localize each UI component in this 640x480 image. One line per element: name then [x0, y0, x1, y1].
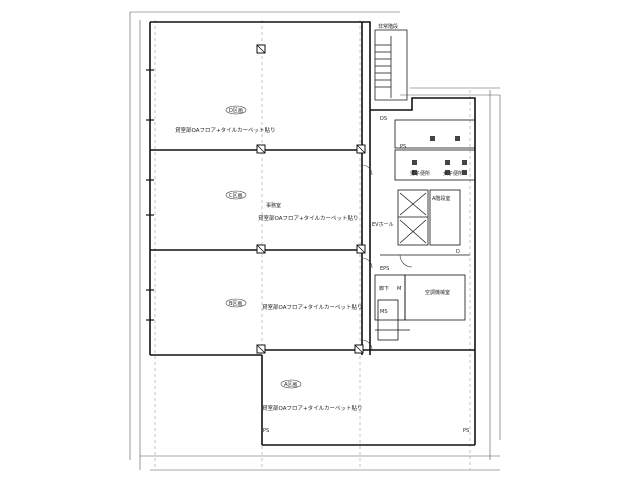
ds-label: DS [380, 116, 387, 122]
room-a-desc: 貸室部OAフロア+タイルカーペット貼り [262, 404, 362, 412]
ev-hall-label: EVホール [372, 222, 394, 228]
ps-bottom-right: PS [463, 428, 469, 434]
door-swings [361, 164, 413, 351]
room-c-badge: C区画 [229, 193, 243, 199]
dimension-lines [129, 11, 501, 471]
room-c: C区画 事務室 貸室部OAフロア+タイルカーペット貼り [225, 190, 358, 222]
ps-label: PS [400, 144, 406, 150]
female-wc-label: 女子便所 [443, 170, 463, 177]
room-c-label: 事務室 [266, 202, 281, 209]
d-tag: D [456, 249, 460, 255]
column-hatches [256, 44, 366, 354]
mech-room-label: 空調機械室 [425, 289, 450, 296]
room-b-desc: 貸室部OAフロア+タイルカーペット貼り [262, 303, 362, 311]
room-b-badge: B区画 [229, 301, 242, 307]
room-d: D区画 貸室部OAフロア+タイルカーペット貼り [175, 105, 275, 134]
window-ticks [146, 69, 154, 321]
room-b: B区画 貸室部OAフロア+タイルカーペット貼り [225, 298, 362, 311]
core-layout [374, 119, 476, 341]
stair-label: 非常階段 [378, 23, 398, 30]
corridor-label: 廊下 [379, 285, 389, 292]
a-stair-label: A階段室 [432, 195, 450, 202]
elevator-marks [399, 192, 427, 244]
room-c-desc: 貸室部OAフロア+タイルカーペット貼り [258, 214, 358, 222]
ms-label: MS [380, 309, 388, 315]
room-d-desc: 貸室部OAフロア+タイルカーペット貼り [175, 126, 275, 134]
room-a: A区画 貸室部OAフロア+タイルカーペット貼り [262, 379, 362, 412]
eps-label: EPS [380, 266, 389, 272]
m-label: M [397, 286, 401, 292]
toilet-fixtures [412, 136, 467, 175]
stair-top [374, 29, 408, 101]
room-a-badge: A区画 [284, 382, 297, 388]
male-wc-label: 男子便所 [410, 170, 430, 177]
room-d-badge: D区画 [229, 108, 243, 114]
building-walls [149, 21, 476, 446]
ps-bottom-left: PS [263, 428, 269, 434]
